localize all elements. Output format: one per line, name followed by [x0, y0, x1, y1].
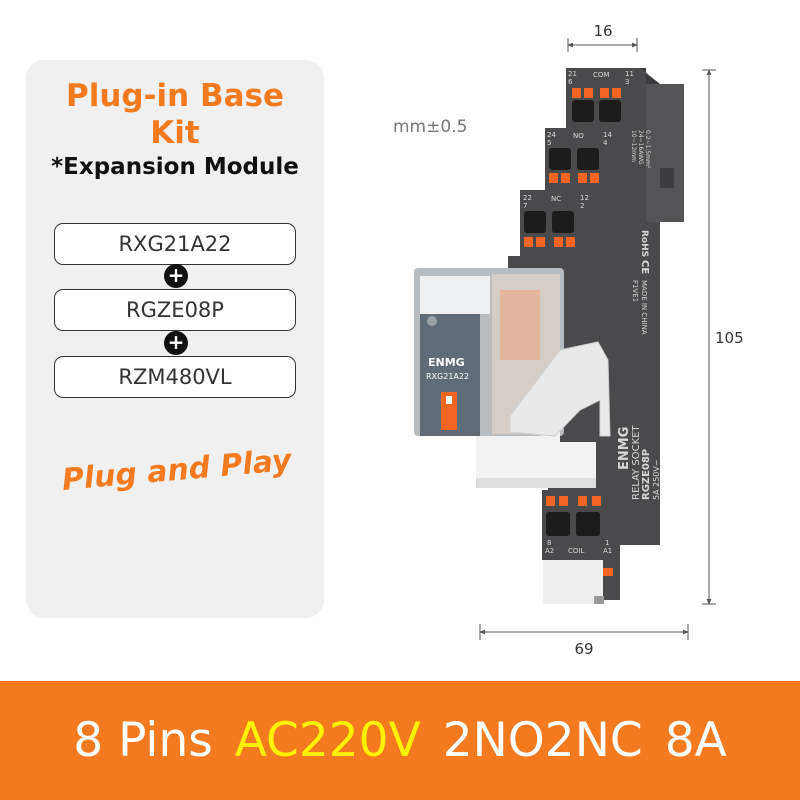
svg-text:11: 11 — [625, 70, 634, 78]
dimension-height-label: 105 — [715, 329, 744, 347]
svg-text:NC: NC — [551, 195, 561, 203]
svg-text:8: 8 — [547, 539, 551, 547]
svg-text:6: 6 — [568, 78, 573, 86]
svg-text:CE: CE — [639, 260, 650, 274]
model-relay: RXG21A22 — [54, 223, 296, 265]
svg-text:24: 24 — [547, 131, 556, 139]
svg-text:A1: A1 — [603, 547, 612, 555]
relay-model: RXG21A22 — [426, 372, 469, 381]
socket-label: ENMG RELAY SOCKET RGZE08P 5A 250V~ — [617, 425, 661, 500]
terminal-row-nc: 22 7 NC 12 2 — [523, 194, 589, 247]
svg-text:RELAY SOCKET: RELAY SOCKET — [631, 425, 642, 500]
svg-text:21: 21 — [568, 70, 577, 78]
spec-current: 8A — [664, 713, 727, 768]
spec-contacts: 2NO2NC — [442, 713, 643, 768]
relay-indicator-tab — [441, 392, 457, 430]
kit-card: Plug-in Base Kit *Expansion Module RXG21… — [26, 60, 324, 618]
terminal-row-no: 24 5 NO 14 4 — [547, 131, 612, 183]
svg-text:14: 14 — [603, 131, 612, 139]
svg-text:NO: NO — [573, 132, 584, 140]
svg-text:RGZE08P: RGZE08P — [641, 449, 652, 500]
svg-text:COIL: COIL — [568, 547, 584, 555]
dimension-height: 105 — [702, 69, 744, 605]
svg-text:22: 22 — [523, 194, 532, 202]
dimension-depth-label: 69 — [574, 640, 593, 658]
model-socket: RGZE08P — [54, 289, 296, 331]
svg-text:2: 2 — [580, 202, 584, 210]
dimension-top: 16 — [567, 22, 638, 52]
dimension-width-label: 16 — [593, 22, 612, 40]
svg-text:ENMG: ENMG — [617, 427, 632, 470]
svg-text:5A 250V~: 5A 250V~ — [652, 459, 661, 500]
plus-icon: + — [164, 331, 188, 355]
terminal-row-com: 21 6 COM 11 3 — [568, 70, 634, 122]
svg-text:COM: COM — [593, 71, 609, 79]
svg-text:F1VE1: F1VE1 — [631, 280, 639, 302]
tolerance-note: mm±0.5 — [393, 117, 468, 137]
svg-text:1: 1 — [605, 539, 609, 547]
kit-title: Plug-in Base Kit — [26, 78, 324, 152]
svg-text:12: 12 — [580, 194, 589, 202]
kit-title-text: Plug-in Base Kit — [66, 78, 284, 151]
svg-text:RoHS: RoHS — [639, 230, 649, 257]
model-module: RZM480VL — [54, 356, 296, 398]
spec-pins: 8 Pins — [73, 713, 213, 768]
svg-text:5: 5 — [547, 139, 551, 147]
dimension-depth: 69 — [479, 624, 689, 658]
kit-subtitle: *Expansion Module — [51, 154, 299, 180]
spec-voltage: AC220V — [234, 713, 421, 768]
plus-icon: + — [164, 264, 188, 288]
din-clip — [543, 560, 603, 604]
svg-text:3: 3 — [625, 78, 629, 86]
relay-brand: ENMG — [428, 356, 465, 369]
svg-text:A2: A2 — [545, 547, 554, 555]
terminal-row-coil: 8 A2 COIL 1 A1 — [545, 496, 612, 555]
spec-banner: 8 Pins AC220V 2NO2NC 8A — [0, 681, 800, 800]
svg-text:MADE IN CHINA: MADE IN CHINA — [640, 280, 648, 335]
svg-text:10~12mm: 10~12mm — [630, 130, 637, 162]
svg-text:0.2~1.5mm²: 0.2~1.5mm² — [644, 130, 651, 169]
relay-product-drawing: 16 105 69 21 6 COM 11 3 — [414, 22, 744, 658]
wire-spec-markings: 0.2~1.5mm² 24~16AWG 10~12mm — [630, 130, 651, 169]
svg-text:24~16AWG: 24~16AWG — [637, 130, 644, 165]
svg-text:4: 4 — [603, 139, 608, 147]
socket-side-markings: RoHS CE MADE IN CHINA F1VE1 — [631, 230, 650, 335]
retaining-clip — [476, 341, 611, 488]
svg-text:7: 7 — [523, 202, 527, 210]
